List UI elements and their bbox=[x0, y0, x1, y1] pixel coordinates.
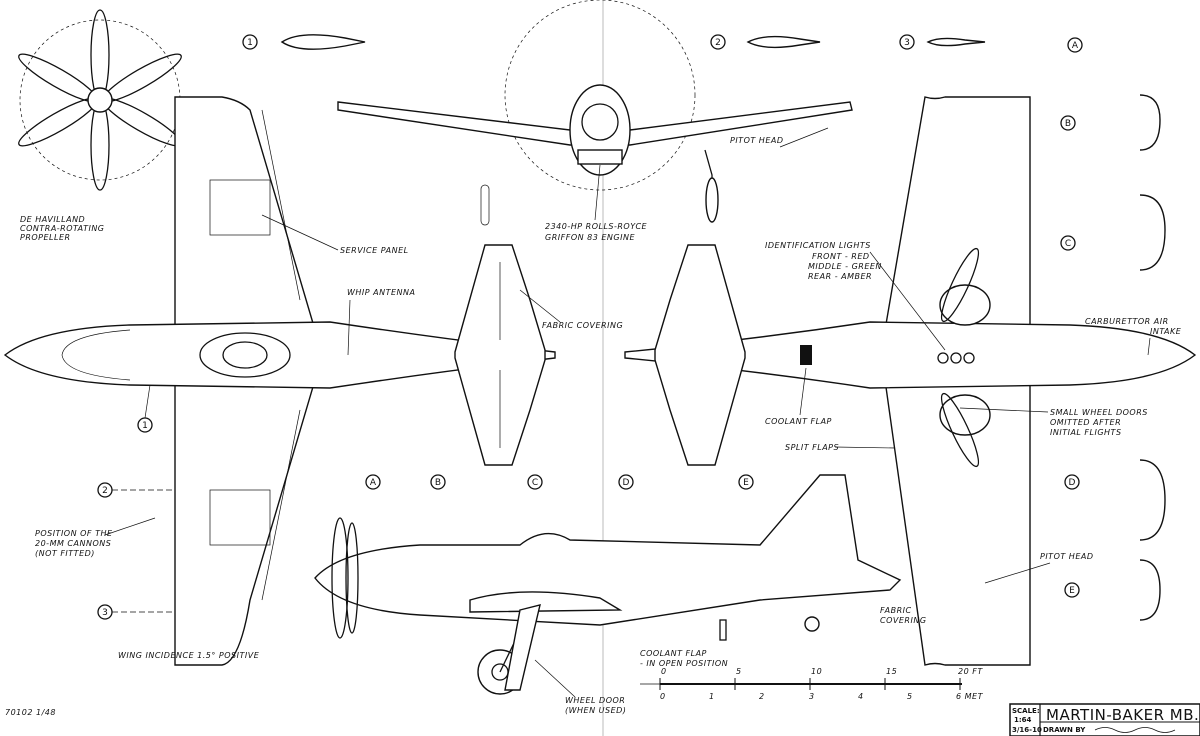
propeller-view bbox=[18, 9, 182, 191]
scale-ft-10: 10 bbox=[811, 667, 822, 676]
top-view bbox=[3, 96, 556, 666]
wing-incidence-label: WING INCIDENCE 1.5° POSITIVE bbox=[118, 651, 260, 660]
svg-text:A: A bbox=[370, 478, 377, 488]
carburettor-label-1: CARBURETTOR AIR bbox=[1085, 317, 1169, 326]
scale-label: SCALE: bbox=[1012, 707, 1040, 715]
title-block: SCALE: 1:64 3/16-10 MARTIN-BAKER MB.5 DR… bbox=[1009, 703, 1200, 736]
pitot-head-side-label: PITOT HEAD bbox=[1040, 552, 1094, 561]
scale-ft-5: 5 bbox=[736, 667, 742, 676]
wheel-door-label-2: (WHEN USED) bbox=[565, 706, 626, 715]
split-flaps-label: SPLIT FLAPS bbox=[785, 443, 839, 452]
scale-m-3: 3 bbox=[809, 692, 815, 701]
svg-text:E: E bbox=[1069, 586, 1075, 596]
fabric-covering-top-label: FABRIC COVERING bbox=[542, 321, 623, 330]
wheel-doors-label-3: INITIAL FLIGHTS bbox=[1050, 428, 1122, 437]
svg-text:E: E bbox=[743, 478, 749, 488]
scale-m-4: 4 bbox=[858, 692, 864, 701]
svg-text:A: A bbox=[1072, 41, 1079, 51]
scale-alt: 3/16-10 bbox=[1012, 726, 1042, 734]
svg-text:1: 1 bbox=[247, 38, 253, 48]
coolant-flap-open-label-1: COOLANT FLAP bbox=[640, 649, 707, 658]
engine-label-2: GRIFFON 83 ENGINE bbox=[545, 233, 635, 242]
svg-text:C: C bbox=[1065, 239, 1071, 249]
wheel-doors-label-1: SMALL WHEEL DOORS bbox=[1050, 408, 1148, 417]
svg-text:1: 1 bbox=[142, 421, 148, 431]
coolant-flap-label: COOLANT FLAP bbox=[765, 417, 832, 426]
svg-text:B: B bbox=[435, 478, 441, 488]
scale-m-6: 6 MET bbox=[956, 692, 984, 701]
front-view bbox=[337, 0, 853, 223]
scale-m-5: 5 bbox=[907, 692, 913, 701]
fabric-covering-side-label-2: COVERING bbox=[880, 616, 927, 625]
scale-bar: 0 5 10 15 20 FT 0 1 2 3 4 5 6 MET bbox=[640, 667, 984, 701]
scale-m-2: 2 bbox=[759, 692, 765, 701]
drawing-number: 70102 1/48 bbox=[5, 708, 56, 717]
svg-text:3: 3 bbox=[904, 38, 910, 48]
cannons-label-3: (NOT FITTED) bbox=[35, 549, 95, 558]
service-panel-label: SERVICE PANEL bbox=[340, 246, 409, 255]
scale-ft-20: 20 FT bbox=[958, 667, 983, 676]
id-lights-rear: REAR - AMBER bbox=[808, 272, 872, 281]
svg-text:D: D bbox=[623, 478, 630, 488]
propeller-label-2: CONTRA-ROTATING bbox=[20, 224, 105, 233]
propeller-label-3: PROPELLER bbox=[20, 233, 71, 242]
svg-text:D: D bbox=[1069, 478, 1076, 488]
bottom-view bbox=[624, 96, 1197, 666]
id-lights-front: FRONT - RED bbox=[812, 252, 870, 261]
engine-label-1: 2340-HP ROLLS-ROYCE bbox=[545, 222, 648, 231]
scale-ft-15: 15 bbox=[886, 667, 897, 676]
svg-text:2: 2 bbox=[715, 38, 721, 48]
coolant-flap-open-label-2: - IN OPEN POSITION bbox=[640, 659, 728, 668]
drawn-by-label: DRAWN BY bbox=[1043, 726, 1086, 734]
scale-m-1: 1 bbox=[709, 692, 715, 701]
svg-text:3: 3 bbox=[102, 608, 108, 618]
airfoil-sections bbox=[280, 34, 986, 50]
wheel-door-label-1: WHEEL DOOR bbox=[565, 696, 625, 705]
cannons-label-1: POSITION OF THE bbox=[35, 529, 113, 538]
carburettor-label-2: INTAKE bbox=[1150, 327, 1182, 336]
wheel-doors-label-2: OMITTED AFTER bbox=[1050, 418, 1121, 427]
scale-ft-0: 0 bbox=[661, 667, 667, 676]
svg-text:B: B bbox=[1065, 119, 1071, 129]
scale-ratio: 1:64 bbox=[1014, 716, 1032, 724]
cannons-label-2: 20-MM CANNONS bbox=[35, 539, 111, 548]
whip-antenna-label: WHIP ANTENNA bbox=[347, 288, 416, 297]
section-letters: A B C D E A B C D E bbox=[365, 37, 1166, 621]
id-lights-title: IDENTIFICATION LIGHTS bbox=[765, 241, 871, 250]
side-view bbox=[314, 474, 902, 695]
fabric-covering-side-label-1: FABRIC bbox=[880, 606, 912, 615]
scale-m-0: 0 bbox=[660, 692, 666, 701]
pitot-head-front-label: PITOT HEAD bbox=[730, 136, 784, 145]
section-numbers: 1 2 3 1 2 3 bbox=[97, 34, 915, 620]
propeller-label-1: DE HAVILLAND bbox=[20, 215, 85, 224]
svg-text:C: C bbox=[532, 478, 538, 488]
id-lights-middle: MIDDLE - GREEN bbox=[808, 262, 882, 271]
drawing-title: MARTIN-BAKER MB.5 bbox=[1046, 706, 1200, 724]
svg-text:2: 2 bbox=[102, 486, 108, 496]
